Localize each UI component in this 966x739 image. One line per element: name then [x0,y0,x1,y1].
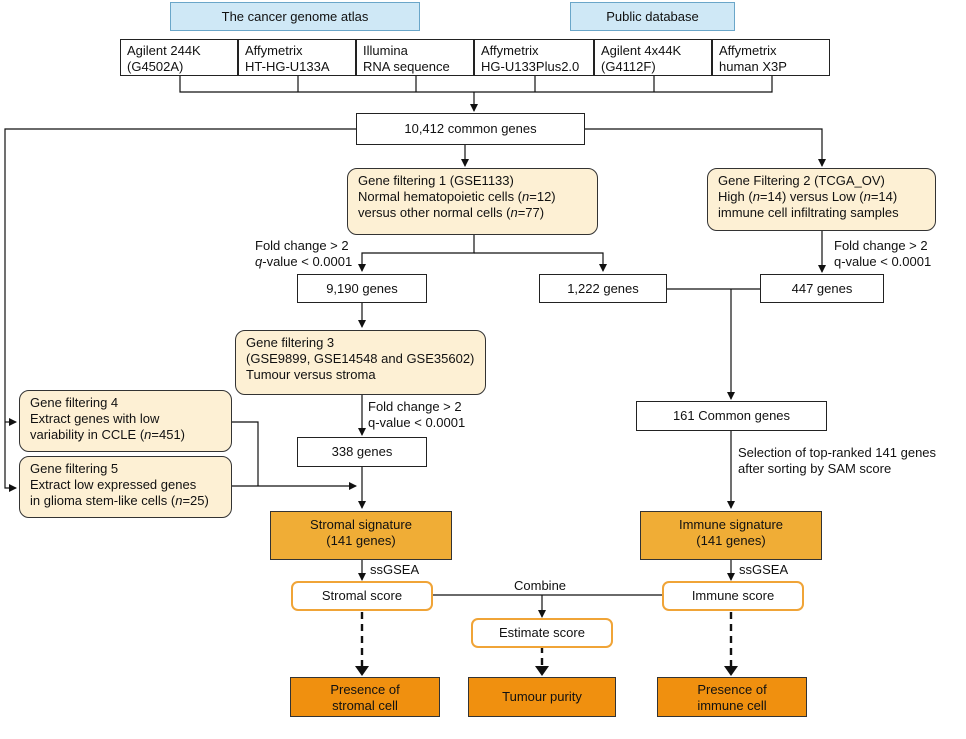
selection-label: Selection of top-ranked 141 genes after … [738,445,937,476]
genes-9190-box: 9,190 genes [297,274,427,303]
genes-447-box: 447 genes [760,274,884,303]
arrow-to-1222 [474,252,607,272]
arrow-to-9190 [358,235,475,272]
result-stromal-cell: Presence of stromal cell [290,677,440,717]
estimate-score: Estimate score [471,618,613,648]
immune-signature: Immune signature (141 genes) [640,511,822,560]
filter4-connector [232,421,259,486]
gene-filtering-1: Gene filtering 1 (GSE1133) Normal hemato… [347,168,598,235]
combine-label: Combine [514,578,567,593]
arrow-to-filter2 [585,128,826,167]
gene-filtering-2: Gene Filtering 2 (TCGA_OV) High (n=14) v… [707,168,936,231]
arrow-to-filter5 [4,128,356,492]
platform-agilent-4x44k: Agilent 4x44K(G4112F) [594,39,712,76]
gene-filtering-4: Gene filtering 4 Extract genes with low … [19,390,232,452]
criteria-label-filter3: Fold change > 2 q-value < 0.0001 [368,399,466,430]
platform-agilent-244k: Agilent 244K(G4502A) [120,39,238,76]
source-public-database: Public database [570,2,735,31]
common-161-box: 161 Common genes [636,401,827,431]
genes-1222-box: 1,222 genes [539,274,667,303]
common-genes-box: 10,412 common genes [356,113,585,145]
source-tcga: The cancer genome atlas [170,2,420,31]
stromal-signature: Stromal signature (141 genes) [270,511,452,560]
platform-merge-line [179,74,773,93]
gene-filtering-3: Gene filtering 3 (GSE9899, GSE14548 and … [235,330,486,395]
result-tumour-purity: Tumour purity [468,677,616,717]
stromal-score: Stromal score [291,581,433,611]
immune-score: Immune score [662,581,804,611]
criteria-label-filter1: Fold change > 2 q-value < 0.0001 [255,238,353,269]
genes-338-box: 338 genes [297,437,427,467]
ssgsea-label-stromal: ssGSEA [370,562,420,577]
criteria-label-filter2: Fold change > 2 q-value < 0.0001 [834,238,932,269]
gene-filtering-5: Gene filtering 5 Extract low expressed g… [19,456,232,518]
result-immune-cell: Presence of immune cell [657,677,807,717]
ssgsea-label-immune: ssGSEA [739,562,789,577]
